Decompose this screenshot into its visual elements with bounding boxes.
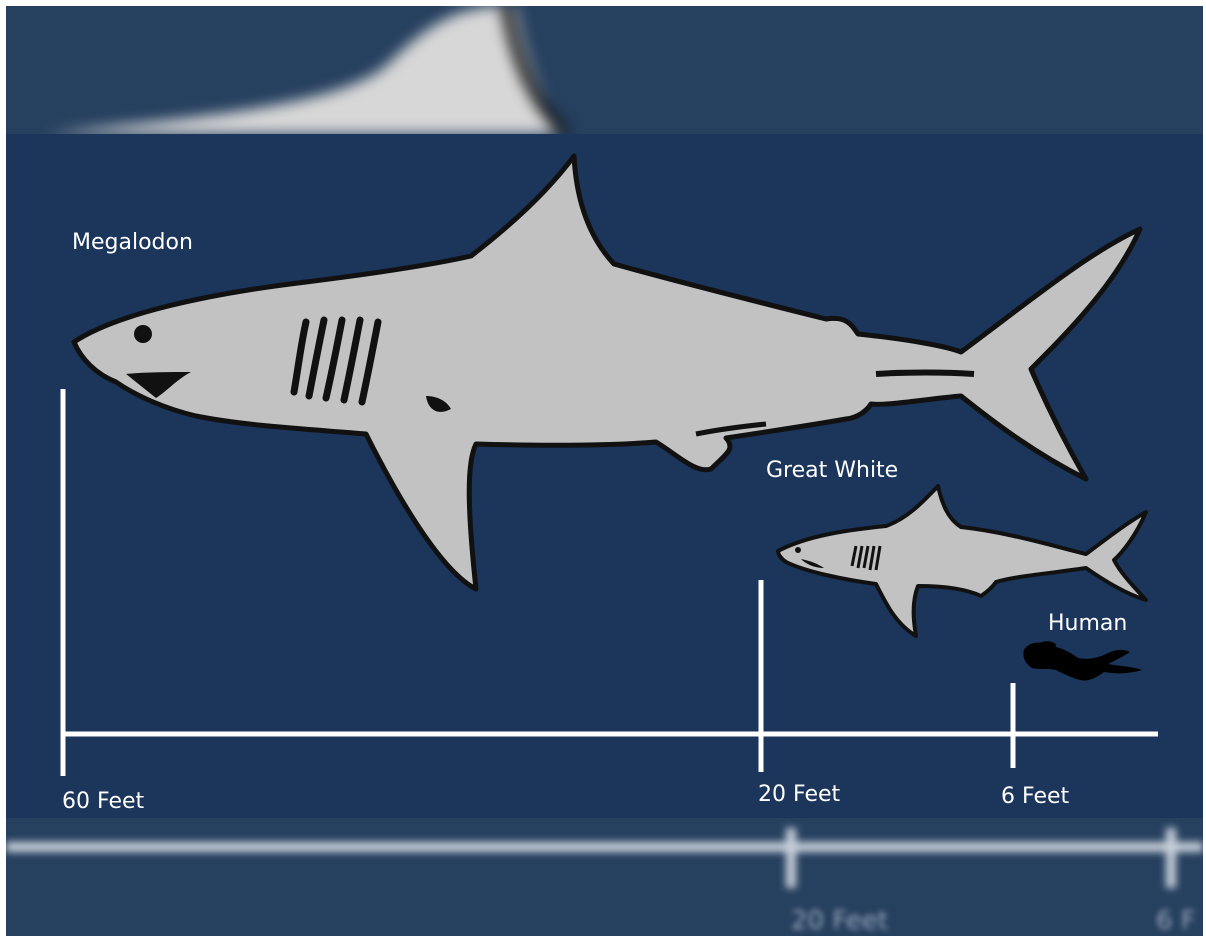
- blurred-scale-text: 6 F: [1156, 906, 1196, 936]
- blurred-scale-line: [6, 842, 1203, 852]
- top-blurred-strip: [6, 6, 1203, 134]
- scale-label-6-feet: 6 Feet: [1001, 784, 1069, 809]
- bottom-blurred-strip: 20 Feet 6 F: [6, 818, 1203, 936]
- scale-label-20-feet: 20 Feet: [758, 782, 840, 807]
- blurred-scale-text: 20 Feet: [791, 906, 888, 936]
- megalodon-label: Megalodon: [72, 230, 193, 255]
- blurred-tick: [1166, 828, 1176, 888]
- blurred-tick: [786, 828, 796, 888]
- scale-label-60-feet: 60 Feet: [62, 789, 144, 814]
- great-white-label: Great White: [766, 458, 898, 483]
- size-comparison-panel: Megalodon Great White Human 60 Feet 20 F…: [6, 134, 1203, 818]
- scuba-diver-icon: [1023, 641, 1142, 680]
- comparison-image: Megalodon Great White Human 60 Feet 20 F…: [6, 6, 1203, 936]
- human-label: Human: [1048, 611, 1127, 636]
- megalodon-shark-icon: [74, 156, 1140, 589]
